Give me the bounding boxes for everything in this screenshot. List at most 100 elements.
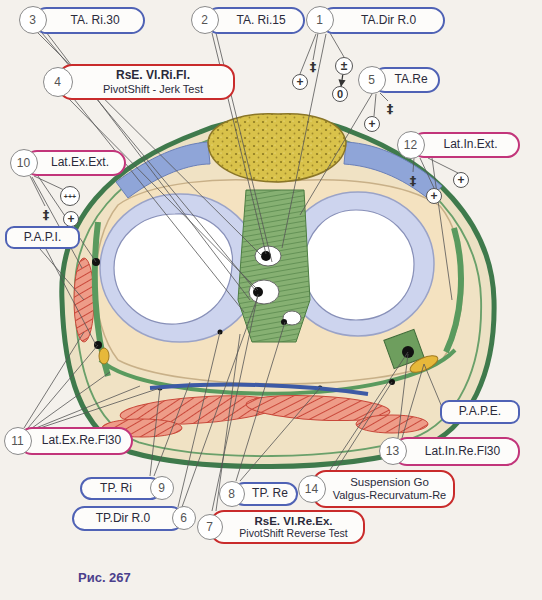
grade-mark: ‡ <box>410 173 417 188</box>
figure-caption: Рис. 267 <box>78 570 131 585</box>
grade-circle: + <box>426 188 442 204</box>
callout-number: 4 <box>54 76 61 88</box>
callout-box: TP.Dir R.0 6 <box>72 506 184 531</box>
callout-number: 5 <box>368 74 375 86</box>
callout-circle: 12 <box>397 131 425 159</box>
callout-text: PivotShift - Jerk Test <box>103 83 203 95</box>
grade-circle: + <box>453 172 469 188</box>
callout-text: P.A.P.E. <box>459 405 501 418</box>
ligament-insertion <box>255 246 281 266</box>
grade-symbol: +++ <box>64 193 76 200</box>
callout-box: Suspension GoValgus-Recurvatum-Re14 <box>312 470 455 508</box>
grade-symbol: + <box>457 174 464 186</box>
arrow-connector <box>341 75 343 86</box>
callout-text: Lat.In.Ext. <box>443 138 497 151</box>
callout-text: P.A.P.I. <box>24 231 62 244</box>
callout-number: 10 <box>17 157 30 169</box>
callout-text: Lat.Ex.Re.Fl30 <box>42 434 121 447</box>
callout-circle: 3 <box>19 6 47 34</box>
callout-circle: 13 <box>379 437 407 465</box>
callout-box: TA. Ri.152 <box>205 7 305 34</box>
callout-number: 3 <box>29 14 36 26</box>
callout-circle: 1 <box>306 6 334 34</box>
grade-symbol: + <box>368 118 375 130</box>
callout-number: 12 <box>404 139 417 151</box>
connector-group <box>341 75 343 86</box>
medial-retinaculum <box>116 142 210 198</box>
callout-box: Lat.Ex.Re.Fl3011 <box>18 427 133 455</box>
grade-symbol: + <box>430 190 437 202</box>
callout-text: TA. Ri.30 <box>70 14 119 27</box>
tendon <box>99 348 109 364</box>
callout-text: RsE. Vl.Ri.Fl. <box>116 69 190 82</box>
grade-circle: + <box>364 116 380 132</box>
callout-number: 7 <box>206 521 213 533</box>
callout-circle: 4 <box>43 67 73 97</box>
callout-number: 14 <box>305 483 318 495</box>
callout-circle: 11 <box>4 427 32 455</box>
callout-number: 2 <box>201 14 208 26</box>
cruciate-ligaments <box>238 190 310 342</box>
callout-number: 13 <box>386 445 399 457</box>
grade-symbol: 0 <box>337 89 343 100</box>
callout-number: 6 <box>180 512 187 524</box>
callout-text: TA.Dir R.0 <box>361 14 416 27</box>
callout-circle: 2 <box>191 6 219 34</box>
callout-text: RsE. Vl.Re.Ex. <box>255 515 333 528</box>
callout-text: Lat.In.Re.Fl30 <box>425 445 500 458</box>
callout-number: 1 <box>316 14 323 26</box>
capsule <box>96 180 463 384</box>
callout-box: Lat.In.Ext.12 <box>411 132 520 158</box>
callout-number: 11 <box>11 435 23 447</box>
callout-text: TP. Ri <box>100 482 132 495</box>
callout-box: Lat.In.Re.Fl3013 <box>393 437 520 466</box>
callout-box: P.A.P.E. <box>440 400 520 424</box>
posterior-ligament <box>150 385 368 394</box>
callout-box: TA.Re5 <box>372 67 440 93</box>
callout-text: Valgus-Recurvatum-Re <box>333 489 447 501</box>
callout-circle: 10 <box>10 149 38 177</box>
grade-mark: ‡ <box>310 59 317 74</box>
leader-lines <box>24 32 458 511</box>
callout-text: Lat.Ex.Ext. <box>51 156 109 169</box>
callout-box: RsE. Vl.Re.Ex.PivotShift Reverse Test7 <box>210 510 365 544</box>
tibial-plateau <box>114 214 232 324</box>
callout-circle: 9 <box>150 476 174 500</box>
callout-text: TA.Re <box>394 73 427 86</box>
grade-circle: + <box>63 211 79 227</box>
callout-text: Suspension Go <box>350 476 429 489</box>
callout-text: TA. Ri.15 <box>236 14 285 27</box>
callout-box: P.A.P.I. <box>5 226 80 249</box>
callout-box: TP. Ri 9 <box>80 477 162 500</box>
callout-circle: 8 <box>219 481 245 507</box>
callout-circle: 5 <box>358 66 386 94</box>
muscle <box>356 415 428 433</box>
callout-number: 9 <box>158 482 165 494</box>
ligament-insertion <box>249 280 279 304</box>
grade-circle: ± <box>335 57 353 75</box>
callout-box: TA. Ri.303 <box>33 7 145 34</box>
grade-symbol: + <box>67 213 74 225</box>
callout-text: PivotShift Reverse Test <box>239 528 347 540</box>
callout-text: TP.Dir R.0 <box>96 512 150 525</box>
callout-circle: 14 <box>298 475 326 503</box>
tibial-plateau <box>304 210 414 320</box>
callout-circle: 7 <box>197 514 223 540</box>
grade-symbol: + <box>296 76 303 88</box>
lateral-band <box>95 222 108 376</box>
grade-symbol: ± <box>341 60 348 72</box>
callout-box: Lat.Ex.Ext.10 <box>24 150 126 176</box>
grade-circle: + <box>292 74 308 90</box>
grade-circle: 0 <box>332 86 348 102</box>
callout-box: TP. Re8 <box>232 482 298 506</box>
callout-box: RsE. Vl.Ri.Fl.PivotShift - Jerk Test4 <box>58 64 235 100</box>
callout-box: TA.Dir R.01 <box>320 7 445 34</box>
grade-mark: ‡ <box>43 207 50 222</box>
callout-circle: 6 <box>172 506 196 530</box>
grade-mark: ‡ <box>387 101 394 116</box>
grade-circle: +++ <box>60 186 80 206</box>
callout-number: 8 <box>228 488 235 500</box>
